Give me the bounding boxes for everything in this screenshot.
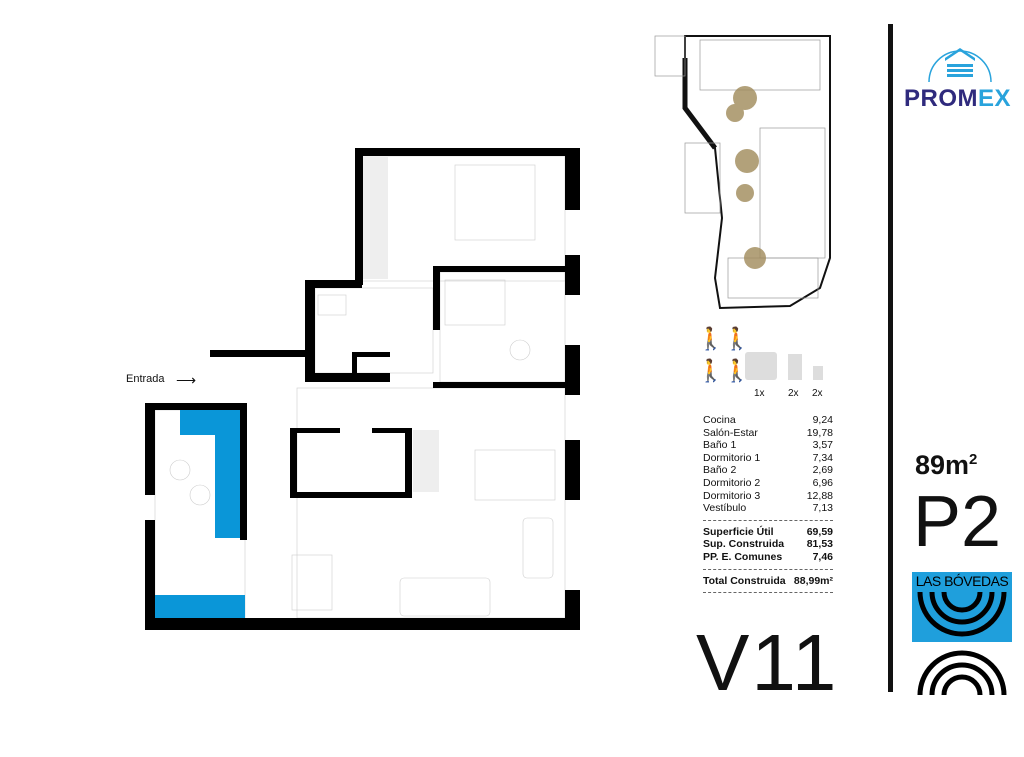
area-row: Salón-Estar 19,78: [703, 427, 833, 440]
total-row: Total Construida 88,99m²: [703, 575, 833, 588]
double-bed: [454, 164, 536, 241]
person-icon: 🚶: [723, 358, 751, 383]
room-area: 7,46: [812, 550, 833, 563]
unit-area: 89m2: [915, 450, 978, 480]
entrance-label: Entrada: [126, 373, 165, 385]
area-row: Baño 2 2,69: [703, 464, 833, 477]
room-name: Salón-Estar: [703, 426, 758, 439]
occupancy-legend: 🚶 🚶 🚶 🚶: [697, 326, 751, 384]
room-name: Sup. Construida: [703, 538, 785, 551]
room-area: 69,59: [806, 525, 833, 538]
area-row: Cocina 9,24: [703, 414, 833, 427]
room-name: Cocina: [703, 414, 736, 426]
floor-label: P2: [913, 482, 1002, 562]
count-label: 2x: [788, 388, 799, 399]
area-row: Dormitorio 1 7,34: [703, 452, 833, 465]
site-plan: [654, 35, 831, 310]
room-name: Baño 2: [703, 464, 737, 477]
room-area: 7,34: [812, 451, 833, 464]
area-row: PP. E. Comunes 7,46: [703, 551, 833, 564]
room-area: 9,24: [812, 414, 833, 426]
area-row: Superficie Útil 69,59: [703, 526, 833, 539]
room-area: 2,69: [812, 464, 833, 477]
promex-logo: PROMEX: [904, 85, 1012, 112]
area-row: Sup. Construida 81,53: [703, 538, 833, 551]
room-area: 3,57: [812, 439, 833, 452]
person-icon: 🚶: [697, 358, 725, 383]
single-bed-icon: [788, 354, 802, 380]
entrance-arrow-icon: ⟶: [176, 372, 197, 388]
kitchen-counter: [155, 410, 245, 618]
person-icon: 🚶: [697, 326, 725, 351]
sofa: [399, 577, 491, 617]
arch-logo-icon: [917, 650, 1007, 695]
count-label: 1x: [754, 388, 765, 399]
area-row: Baño 1 3,57: [703, 439, 833, 452]
room-area: 19,78: [806, 426, 833, 439]
count-label: 2x: [812, 388, 823, 399]
total-label: Total Construida: [703, 574, 786, 587]
las-bovedas-logo: LAS BÓVEDAS: [912, 572, 1012, 642]
room-name: Dormitorio 1: [703, 451, 761, 464]
room-name: PP. E. Comunes: [703, 550, 783, 563]
area-row: Dormitorio 3 12,88: [703, 490, 833, 503]
unit-code: V11: [696, 618, 839, 707]
room-name: Dormitorio 3: [703, 489, 761, 502]
person-icon: 🚶: [723, 326, 751, 351]
room-name: Dormitorio 2: [703, 476, 761, 489]
room-area: 6,96: [812, 476, 833, 489]
floor-plan: [145, 148, 580, 630]
room-name: Baño 1: [703, 439, 737, 452]
room-area: 12,88: [806, 489, 833, 502]
total-value: 88,99m²: [793, 574, 833, 587]
area-row: Vestíbulo 7,13: [703, 502, 833, 515]
double-bed-icon: [745, 352, 777, 380]
promex-logo-icon: [925, 40, 995, 90]
room-area: 81,53: [806, 538, 833, 551]
crib-icon: [813, 366, 823, 380]
divider: [888, 24, 893, 692]
area-row: Dormitorio 2 6,96: [703, 477, 833, 490]
room-name: Superficie Útil: [703, 525, 774, 538]
room-area: 7,13: [812, 502, 833, 515]
room-name: Vestíbulo: [703, 502, 747, 515]
